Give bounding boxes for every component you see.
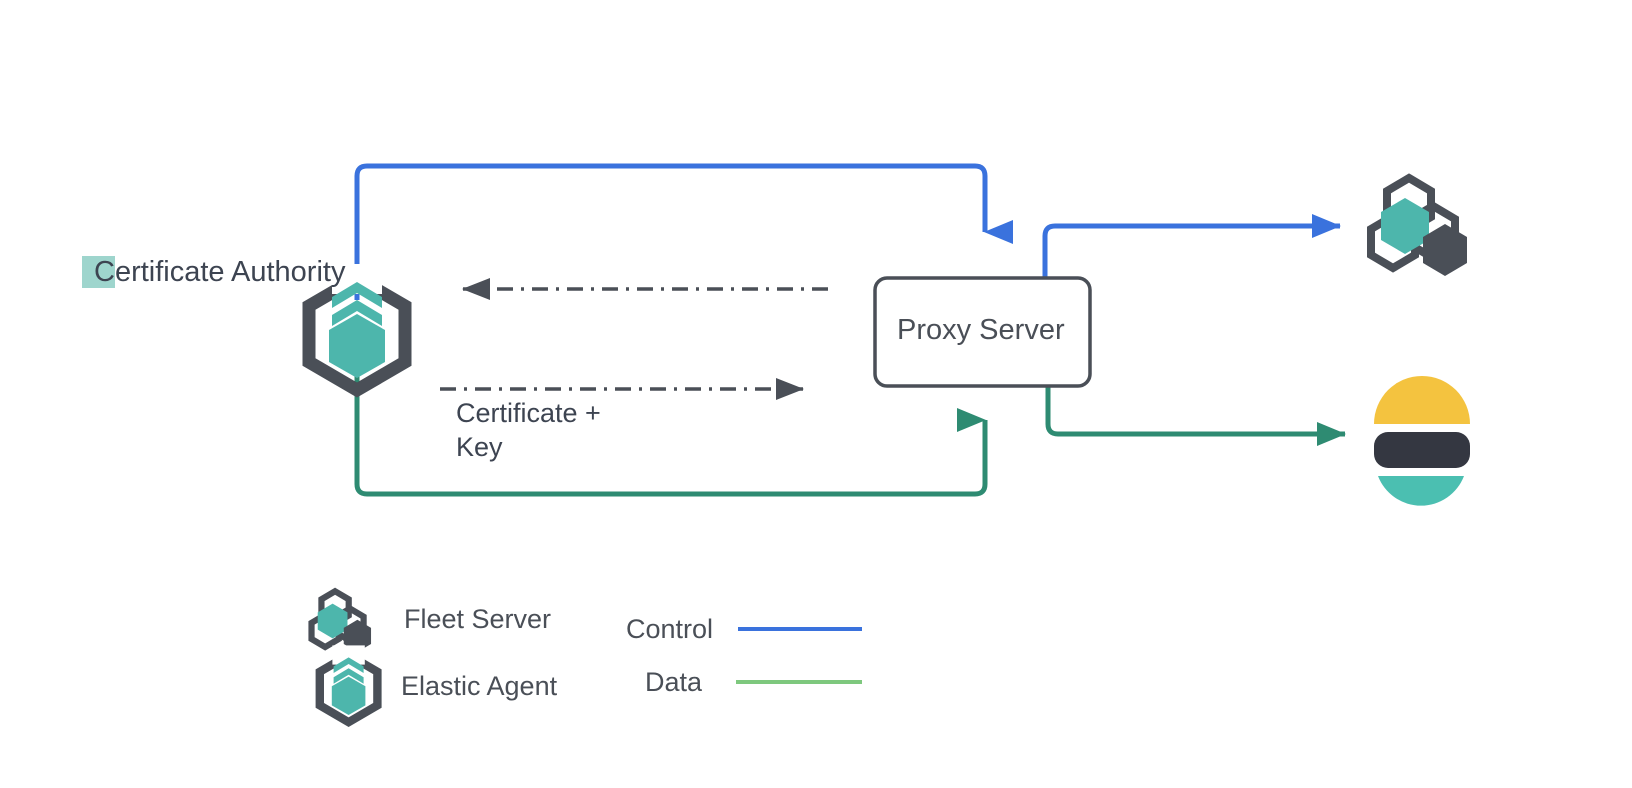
- edge-control-agent-to-proxy: [354, 163, 1013, 300]
- edge-data-proxy-to-elasticsearch: [1045, 386, 1346, 446]
- certificate-key-edge-label: Certificate + Key: [456, 396, 601, 464]
- elastic-agent-icon: [302, 264, 412, 398]
- proxy-server-box[interactable]: [873, 276, 1092, 388]
- certificate-authority-label-rest: ertificate Authority: [114, 256, 346, 288]
- elasticsearch-dark-bar: [1374, 432, 1470, 468]
- certificate-key-line1: Certificate +: [456, 398, 601, 428]
- legend-item-label-fleet-server: Fleet Server: [404, 604, 552, 634]
- legend-fleet-server-icon: [308, 587, 372, 652]
- fleet-server-icon: [1367, 173, 1467, 276]
- legend-elastic-agent-icon: [315, 645, 382, 728]
- elasticsearch-teal-arc: [1378, 476, 1464, 506]
- certificate-key-line2: Key: [456, 432, 503, 462]
- elasticsearch-icon: [1374, 376, 1470, 506]
- legend-item-label-elastic-agent: Elastic Agent: [401, 671, 558, 701]
- legend-line-label-data: Data: [645, 667, 703, 697]
- proxy-server-label: Proxy Server: [897, 314, 1065, 346]
- elasticsearch-yellow-arc: [1374, 376, 1470, 424]
- certificate-authority-label: Certificate Authority: [94, 254, 345, 290]
- edge-control-proxy-to-fleet: [1042, 214, 1341, 278]
- edge-data-agent-to-proxy: [354, 368, 988, 497]
- legend-line-label-control: Control: [626, 614, 714, 644]
- certificate-authority-selected-char: C: [94, 256, 115, 288]
